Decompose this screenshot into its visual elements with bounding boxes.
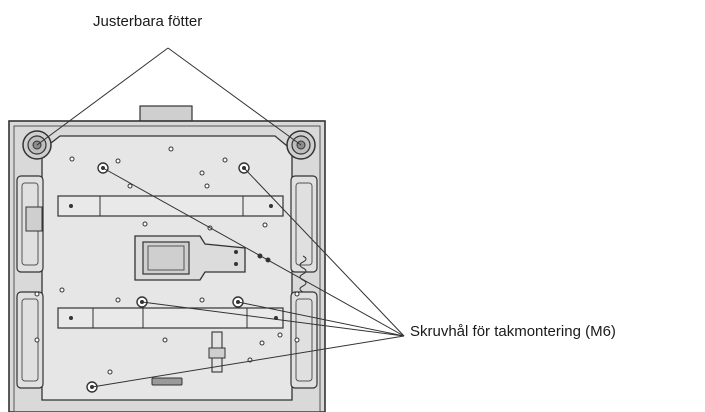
right-side-grip: [290, 175, 318, 389]
ceiling-mount-holes-label: Skruvhål för takmontering (M6): [410, 323, 616, 340]
center-latch: [208, 331, 226, 373]
leader-lines-holes: [91, 167, 405, 388]
bottom-slot: [151, 377, 183, 386]
projector-body-inner: [13, 125, 321, 412]
small-holes: [34, 146, 300, 375]
adjustable-feet-label: Justerbara fötter: [93, 13, 203, 30]
center-cover: [134, 235, 246, 281]
leader-lines-feet: [36, 47, 302, 146]
lower-rib: [57, 307, 284, 329]
left-side-grip: [16, 175, 44, 389]
